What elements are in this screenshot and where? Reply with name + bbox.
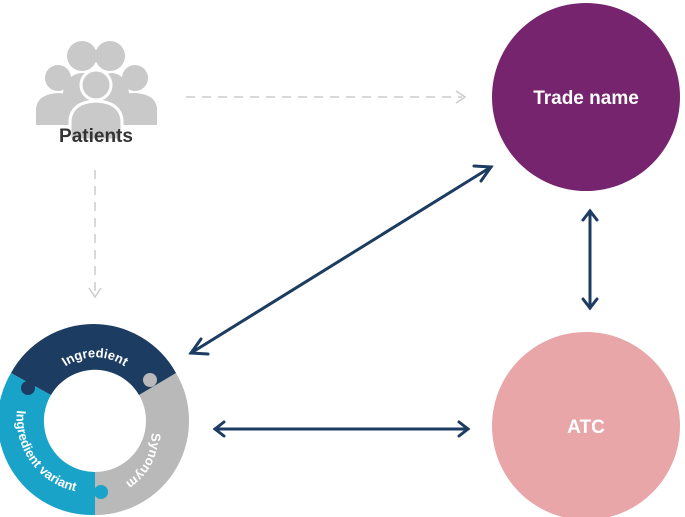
- puzzle-knob-ingredient-synonym: [143, 373, 157, 387]
- arrow-ingredients-trade-name: [188, 164, 494, 356]
- ring-segment-synonym-top: [139, 373, 190, 421]
- trade-name-node: Trade name: [492, 3, 680, 191]
- trade-name-circle: [492, 3, 680, 191]
- dashed-arrow-patients-to-trade-name: [186, 90, 467, 104]
- puzzle-knob-ingredient-variant: [21, 381, 35, 395]
- ring-segment-ingredient: [11, 324, 176, 395]
- patients-label: Patients: [59, 126, 133, 147]
- trade-name-label: Trade name: [533, 88, 639, 109]
- dashed-arrow-patients-to-ingredients: [88, 170, 102, 299]
- arrow-trade-name-atc: [581, 208, 599, 311]
- ingredient-ring: Ingredient Synonym Ingredient variant: [0, 324, 190, 516]
- atc-node: ATC: [492, 332, 680, 517]
- atc-label: ATC: [567, 417, 605, 438]
- atc-circle: [492, 332, 680, 517]
- arrow-ingredients-atc: [212, 420, 471, 438]
- ring-segment-ingredient-variant: [0, 373, 95, 516]
- ring-segment-synonym: [95, 421, 189, 515]
- patients-group-icon: [36, 41, 157, 142]
- ring-hole: [45, 371, 145, 471]
- puzzle-knob-synonym-variant: [94, 485, 108, 499]
